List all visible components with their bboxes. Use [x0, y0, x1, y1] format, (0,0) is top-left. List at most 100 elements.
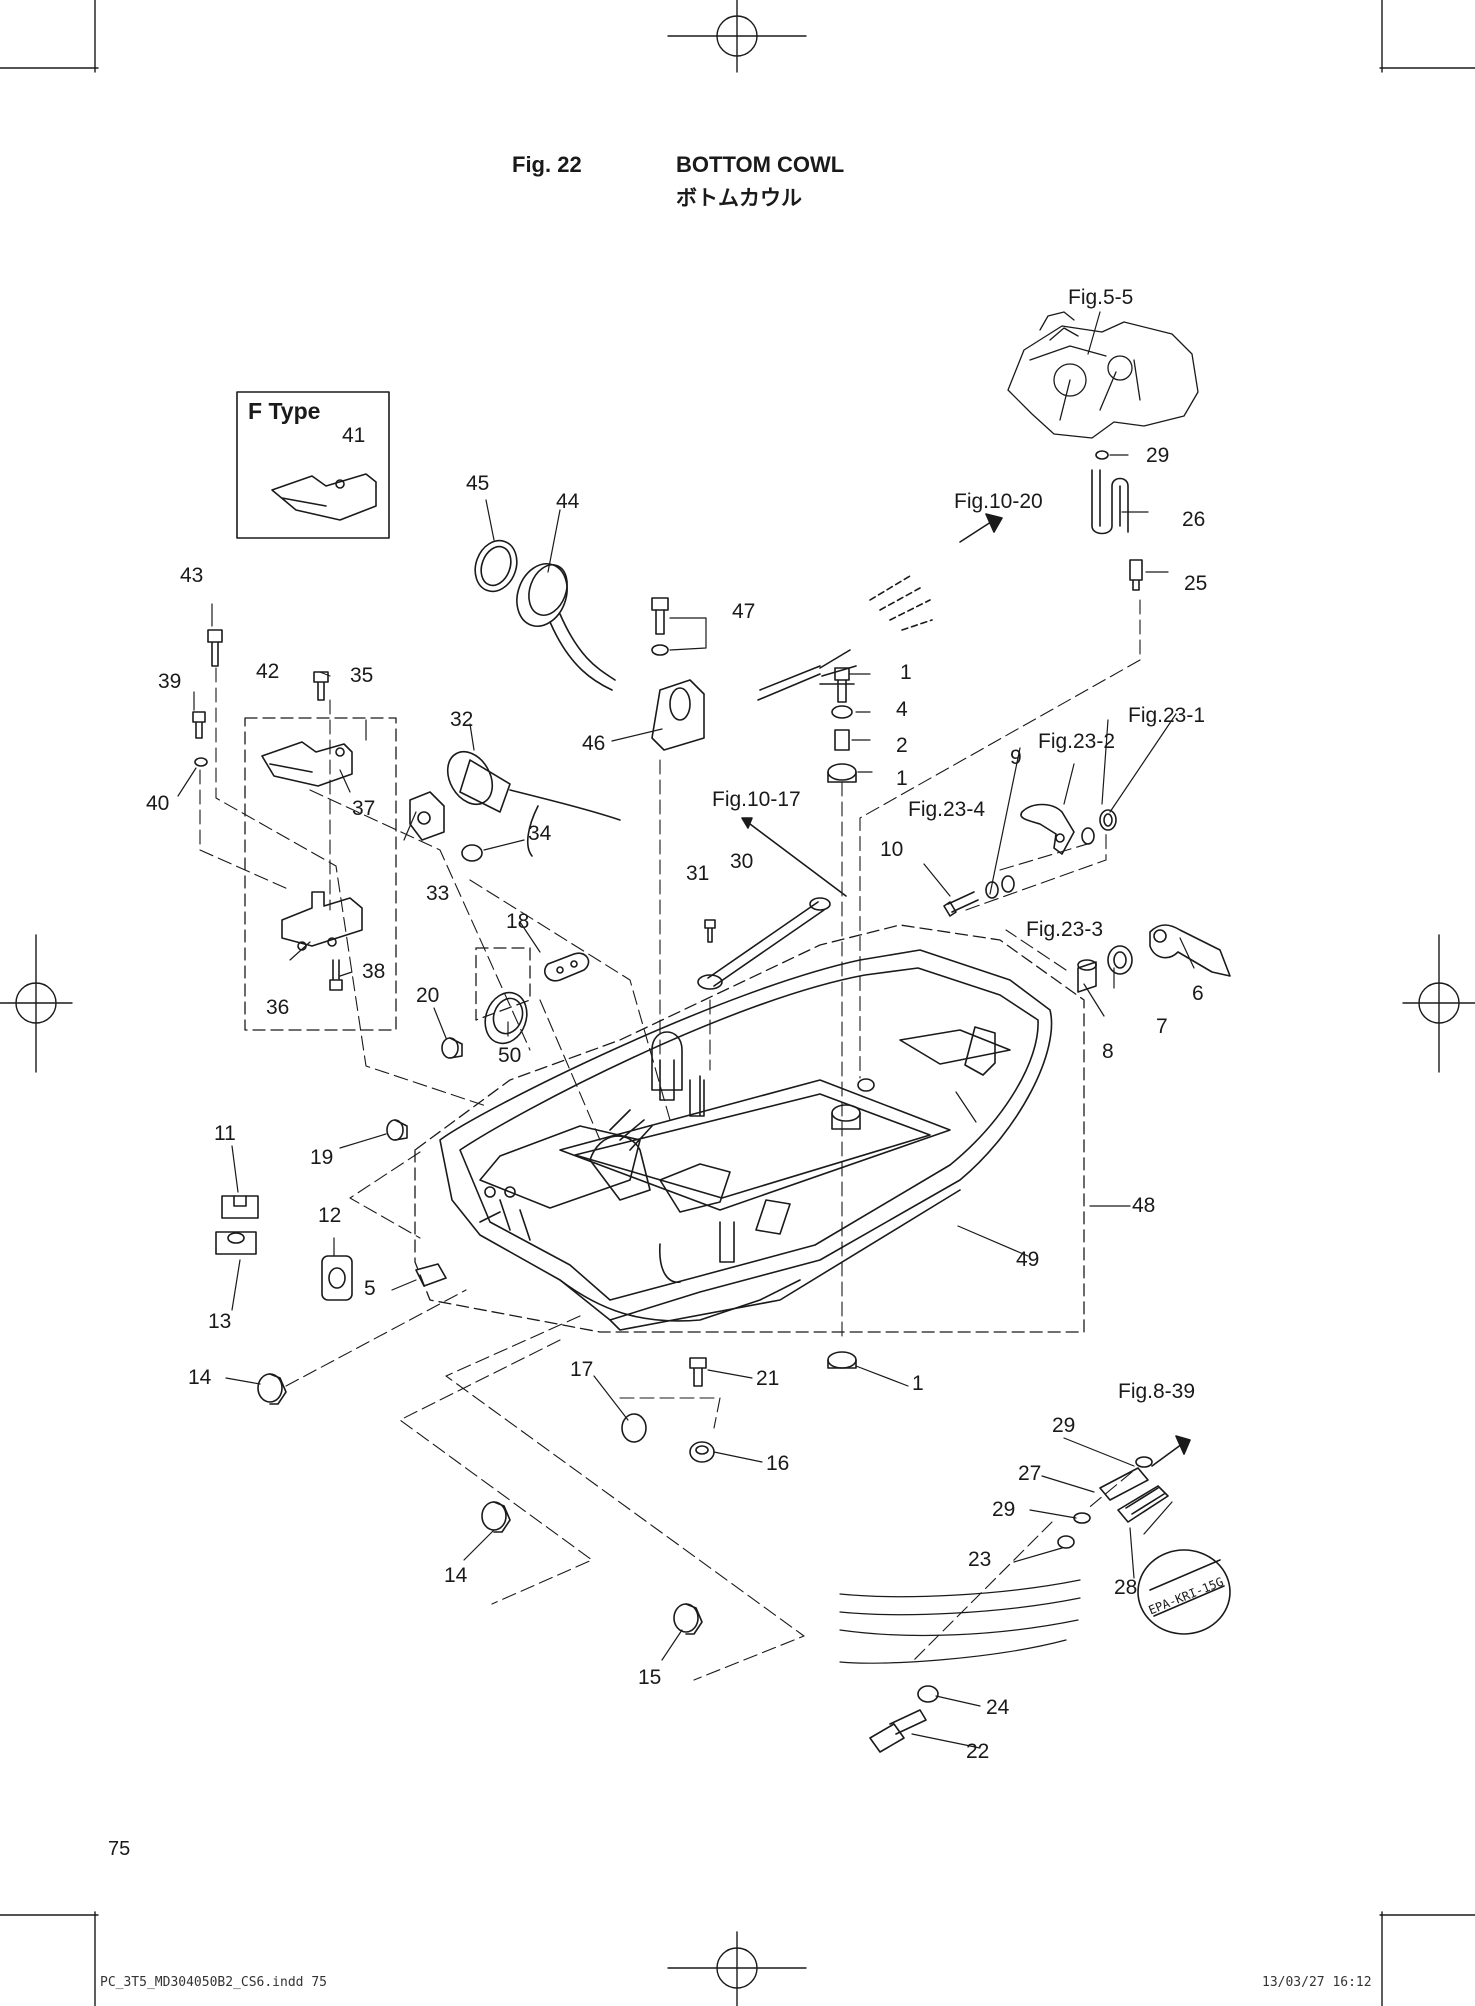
part-1-grommet-bottom: [827, 1351, 857, 1369]
part-44-plug-cap: [516, 563, 616, 691]
part-19-plug: [386, 1119, 408, 1141]
ref-fig-8-39: Fig.8-39: [1118, 1380, 1195, 1403]
registration-mark-top: [667, 0, 807, 73]
part-30-rod: [697, 897, 831, 990]
part-17-filter: [621, 1413, 647, 1443]
label-part-8: 8: [1102, 1040, 1114, 1063]
part-20-plug: [441, 1037, 463, 1059]
arrow-fig-10-17: [741, 817, 847, 897]
label-part-46: 46: [582, 732, 605, 755]
hull-outline: [839, 1579, 1081, 1664]
figure-references: Fig.5-5 Fig.10-20 Fig.23-1 Fig.23-2 Fig.…: [712, 286, 1205, 1403]
label-part-17: 17: [570, 1358, 593, 1381]
label-part-37: 37: [352, 797, 375, 820]
label-part-13: 13: [208, 1310, 231, 1333]
part-28-hose: [1117, 1485, 1169, 1523]
part-13-grommet: [215, 1231, 257, 1255]
label-part-2: 2: [896, 734, 908, 757]
part-7-washer: [1107, 945, 1133, 975]
label-part-22: 22: [966, 1740, 989, 1763]
part-43-bolt: [207, 629, 223, 667]
ref-fig-23-3: Fig.23-3: [1026, 918, 1103, 941]
part-36-bracket: [281, 891, 363, 951]
ref-fig-23-1: Fig.23-1: [1128, 704, 1205, 727]
figure-number: Fig. 22: [512, 152, 582, 177]
part-16-grommet: [689, 1441, 715, 1463]
label-part-14-a: 14: [188, 1366, 212, 1389]
label-part-34: 34: [528, 822, 552, 845]
part-38-bolt: [329, 959, 343, 991]
label-part-42: 42: [256, 660, 279, 683]
label-part-50: 50: [498, 1044, 521, 1067]
part-45-gasket: [474, 539, 518, 593]
ref-fig-10-17: Fig.10-17: [712, 788, 801, 811]
part-27-filter: [1099, 1467, 1149, 1501]
label-part-7: 7: [1156, 1015, 1168, 1038]
part-2-collar: [834, 729, 850, 751]
part-12-pad: [321, 1255, 353, 1301]
part-50-grommet: [484, 991, 528, 1045]
part-14-cap-a: [257, 1373, 287, 1405]
label-part-10: 10: [880, 838, 903, 861]
label-part-31: 31: [686, 862, 709, 885]
label-part-12: 12: [318, 1204, 341, 1227]
label-part-9: 9: [1010, 746, 1022, 769]
part-24-oring: [917, 1685, 939, 1703]
wire-harness: [757, 575, 933, 701]
label-part-45: 45: [466, 472, 489, 495]
leader-lines: [177, 311, 1195, 1749]
label-part-1: 1: [896, 767, 908, 790]
part-5-pad: [415, 1263, 447, 1287]
part-15-cap: [673, 1603, 703, 1635]
part-29-clip-a: [1135, 1456, 1153, 1468]
part-33-clip: [409, 791, 445, 841]
part-8-collar: [1077, 959, 1097, 993]
label-part-6: 6: [1192, 982, 1204, 1005]
label-part-5: 5: [364, 1277, 376, 1300]
label-part-47: 47: [732, 600, 755, 623]
label-part-40: 40: [146, 792, 169, 815]
part-22-fitting: [869, 1709, 927, 1753]
arrow-fig-8-39: [1151, 1435, 1191, 1467]
inset-label-f-type: F Type: [248, 398, 321, 424]
part-40-washer: [194, 757, 208, 767]
label-part-33: 33: [426, 882, 449, 905]
part-21-bolt: [689, 1357, 707, 1387]
fig-23-2-washer: [1081, 827, 1095, 845]
part-39-bolt: [192, 711, 206, 739]
label-part-4: 4: [896, 698, 908, 721]
ref-fig-5-5: Fig.5-5: [1068, 286, 1133, 309]
label-part-38: 38: [362, 960, 385, 983]
part-6-lever: [1149, 924, 1231, 977]
ref-fig-23-4: Fig.23-4: [908, 798, 985, 821]
part-9-lever: [1020, 803, 1075, 855]
part-10-bolt: [943, 891, 979, 917]
part-37-bracket: [261, 741, 353, 787]
part-labels: 1 4 2 1 5 6 7 8 9 10 11 12 13 14 14 15 1…: [146, 424, 1207, 1763]
print-timestamp: 13/03/27 16:12: [1262, 1975, 1372, 1990]
registration-mark-bottom: [667, 1931, 807, 2006]
epa-stamp: EPA-KRI-15G: [1137, 1549, 1231, 1635]
label-part-48: 48: [1132, 1194, 1155, 1217]
page-number: 75: [108, 1838, 131, 1860]
alignment-lines: [199, 599, 1141, 1681]
part-4-washer: [831, 705, 853, 719]
part-25-fitting: [1129, 559, 1143, 591]
label-part-39: 39: [158, 670, 181, 693]
part-14-cap-b: [481, 1501, 511, 1533]
stamp-code: EPA-KRI-15G: [1147, 1575, 1226, 1618]
label-part-36: 36: [266, 996, 289, 1019]
label-part-15: 15: [638, 1666, 661, 1689]
assembly-boundary-48: [244, 717, 1085, 1333]
label-part-14-b: 14: [444, 1564, 468, 1587]
label-part-3: 1: [900, 661, 912, 684]
label-part-19: 19: [310, 1146, 333, 1169]
registration-mark-left: [0, 934, 73, 1073]
label-part-26: 26: [1182, 508, 1205, 531]
figure-title: BOTTOM COWL: [676, 152, 845, 177]
part-26-hose: [1091, 469, 1129, 535]
label-part-29-b: 29: [992, 1498, 1015, 1521]
ref-fig-23-2: Fig.23-2: [1038, 730, 1115, 753]
